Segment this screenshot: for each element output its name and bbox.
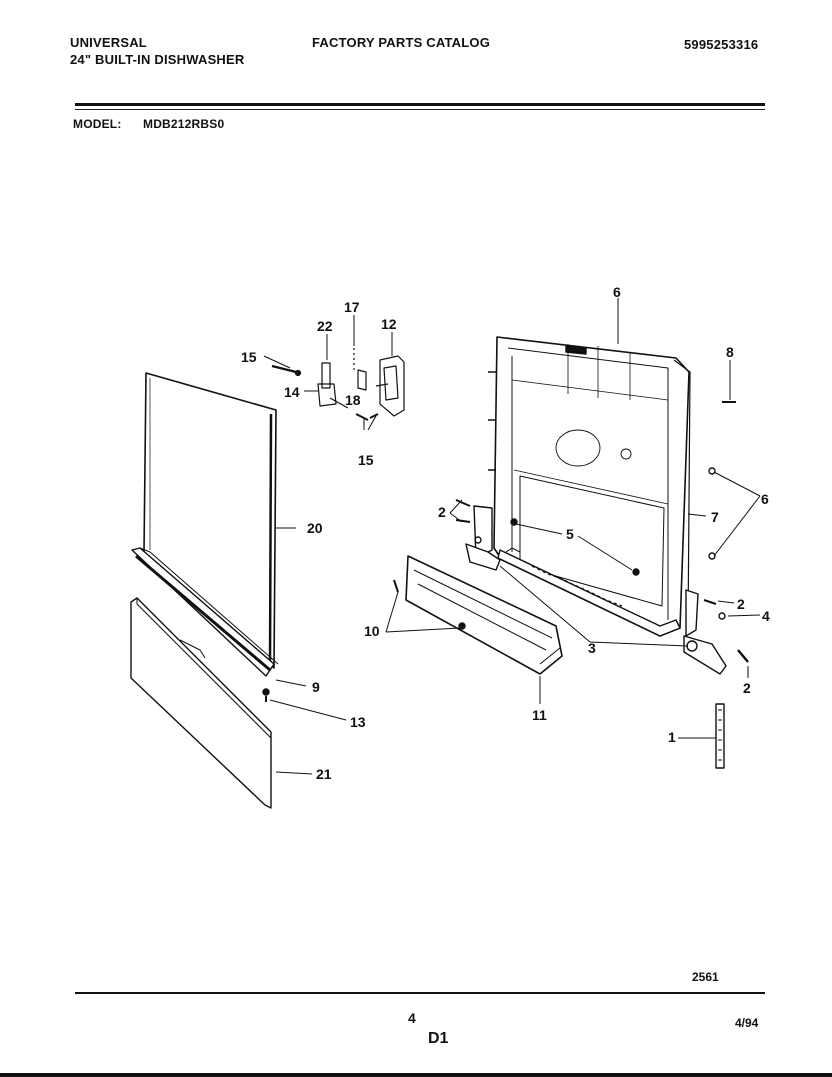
callout-20: 20	[307, 520, 323, 536]
part-outer-door-panel	[143, 372, 277, 669]
callout-1: 1	[668, 729, 676, 745]
callout-2-left: 2	[438, 504, 446, 520]
callout-21: 21	[316, 766, 332, 782]
callout-labels: 1 2 2 2 3 4 5 6 6 7 8 9 10 11 12 13 14 1…	[241, 284, 770, 782]
header-rule	[75, 103, 765, 106]
page-bottom-border	[0, 1073, 832, 1077]
part-hinge-hardware	[271, 348, 405, 421]
callout-10: 10	[364, 623, 380, 639]
callout-8: 8	[726, 344, 734, 360]
brand-name: UNIVERSAL	[70, 35, 147, 50]
section-code: D1	[428, 1030, 449, 1047]
part-screw-13	[262, 688, 270, 702]
callout-2-right: 2	[737, 596, 745, 612]
part-kick-panel	[130, 597, 272, 809]
part-control-panel	[393, 555, 563, 675]
callout-6-right: 6	[761, 491, 769, 507]
catalog-date: 4/94	[735, 1016, 759, 1030]
footer-rule	[75, 992, 765, 994]
callout-7: 7	[711, 509, 719, 525]
page-number: 4	[408, 1010, 416, 1026]
callout-22: 22	[317, 318, 333, 334]
part-trim-strip	[131, 547, 279, 677]
catalog-title: FACTORY PARTS CATALOG	[312, 35, 491, 50]
callout-11: 11	[532, 707, 547, 723]
part-right-hinge	[683, 589, 749, 675]
callout-9: 9	[312, 679, 320, 695]
model-label: MODEL:	[73, 117, 122, 131]
part-left-hinge	[455, 499, 501, 571]
part-door-handle	[715, 703, 725, 769]
header-rule-thin	[75, 109, 765, 110]
callout-15-top: 15	[241, 349, 257, 365]
callout-3: 3	[588, 640, 596, 656]
callout-14: 14	[284, 384, 300, 400]
leader-lines	[263, 298, 761, 775]
callout-17: 17	[344, 299, 360, 315]
part-door-frame-lower	[497, 547, 681, 637]
callout-13: 13	[350, 714, 366, 730]
model-number: MDB212RBS0	[143, 117, 225, 131]
callout-6-top: 6	[613, 284, 621, 300]
callout-5: 5	[566, 526, 574, 542]
figure-code: 2561	[692, 970, 719, 984]
callout-15-bottom: 15	[358, 452, 374, 468]
callout-2-lower: 2	[743, 680, 751, 696]
part-liner-fasteners	[510, 401, 736, 576]
callout-12: 12	[381, 316, 397, 332]
product-title: 24" BUILT-IN DISHWASHER	[70, 52, 245, 67]
callout-4: 4	[762, 608, 770, 624]
callout-18: 18	[345, 392, 361, 408]
catalog-number: 5995253316	[684, 37, 759, 52]
